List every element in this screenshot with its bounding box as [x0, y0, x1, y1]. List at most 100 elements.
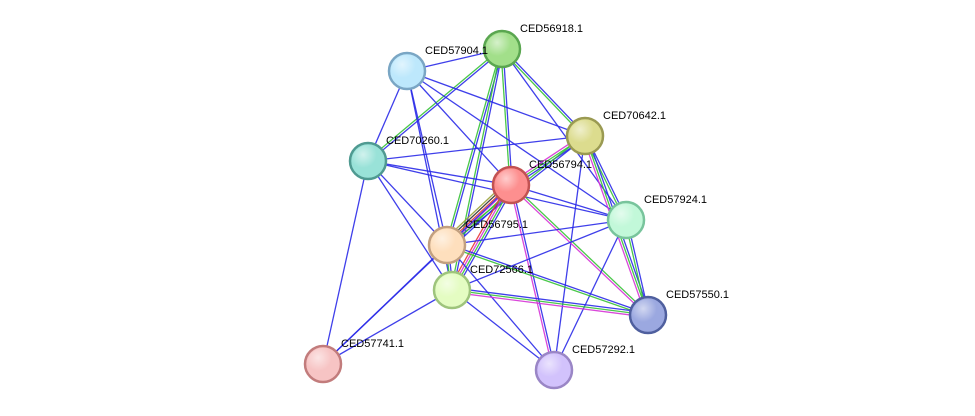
edge-CED56794.1-CED57550.1: [509, 183, 650, 317]
node-CED57550.1[interactable]: [628, 295, 668, 335]
node-CED57741.1[interactable]: [303, 344, 343, 384]
edge-line-blue: [322, 244, 448, 365]
node-label: CED57550.1: [666, 289, 729, 301]
edge-line-blue: [406, 70, 448, 246]
node-CED57924.1[interactable]: [606, 200, 646, 240]
node-highlight: [632, 299, 664, 331]
edge-line-blue: [446, 244, 555, 371]
edge-line-blue: [447, 243, 649, 315]
node-highlight: [486, 33, 518, 65]
edge-CED57924.1-CED56795.1: [446, 219, 627, 246]
edge-line-blue: [367, 160, 453, 291]
edge-line-blue: [501, 48, 627, 221]
edge-line-magenta: [451, 291, 648, 318]
edge-CED56918.1-CED56794.1: [500, 48, 513, 186]
edge-line-blue: [322, 160, 369, 365]
edge-line-red: [448, 183, 509, 289]
edge-line-magenta: [509, 185, 554, 371]
edge-CED56918.1-CED70642.1: [500, 47, 587, 138]
node-highlight: [538, 354, 570, 386]
node-label: CED56794.1: [529, 159, 592, 171]
edge-line-green: [451, 289, 649, 316]
edge-line-blue: [367, 135, 586, 162]
node-label: CED70642.1: [603, 110, 666, 122]
node-CED56795.1[interactable]: [427, 225, 467, 265]
edge-CED72566.1-CED57741.1: [322, 289, 453, 365]
node-CED70260.1[interactable]: [348, 141, 388, 181]
edge-line-magenta: [509, 185, 648, 317]
edge-line-blue: [406, 70, 586, 137]
node-highlight: [610, 204, 642, 236]
edge-CED57904.1-CED57924.1: [406, 70, 627, 221]
edge-line-blue: [502, 47, 587, 136]
node-CED57292.1[interactable]: [534, 350, 574, 390]
nodes-layer: [303, 29, 668, 390]
edge-line-blue: [451, 289, 555, 371]
edge-line-blue: [406, 70, 627, 221]
edge-line-blue: [510, 184, 627, 221]
node-highlight: [307, 348, 339, 380]
edge-CED56795.1-CED57550.1: [446, 243, 649, 317]
edge-line-green: [511, 183, 650, 315]
edge-line-blue: [511, 184, 556, 370]
edge-CED57904.1-CED56795.1: [406, 70, 448, 246]
edge-CED70260.1-CED72566.1: [367, 160, 453, 291]
node-label: CED72566.1: [470, 264, 533, 276]
node-CED57904.1[interactable]: [387, 51, 427, 91]
node-CED56794.1[interactable]: [491, 165, 531, 205]
edge-CED57904.1-CED70642.1: [406, 70, 586, 137]
edge-CED56918.1-CED57924.1: [501, 48, 627, 221]
edge-line-blue: [502, 48, 513, 185]
node-label: CED56795.1: [465, 219, 528, 231]
edge-line-green: [452, 185, 513, 291]
node-label: CED57904.1: [425, 45, 488, 57]
edge-CED72566.1-CED57292.1: [451, 289, 555, 371]
edge-line-green: [366, 47, 502, 161]
edge-line-blue: [367, 160, 512, 186]
node-label: CED57741.1: [341, 338, 404, 350]
edges-layer: [322, 47, 651, 371]
node-highlight: [391, 55, 423, 87]
edge-line-blue: [454, 186, 515, 292]
edge-line-green: [500, 49, 585, 138]
edge-CED70642.1-CED57292.1: [553, 135, 586, 371]
edge-line-blue: [322, 289, 453, 365]
edge-line-blue: [452, 287, 649, 314]
edge-CED57924.1-CED72566.1: [451, 219, 627, 291]
node-highlight: [431, 229, 463, 261]
edge-CED56918.1-CED70260.1: [366, 47, 504, 163]
edge-line-blue: [553, 219, 627, 371]
edge-CED70260.1-CED56794.1: [367, 160, 512, 186]
edge-line-blue: [446, 219, 627, 246]
node-highlight: [352, 145, 384, 177]
edge-CED57904.1-CED56794.1: [406, 70, 512, 186]
edge-line-blue: [451, 219, 627, 291]
edge-line-blue: [368, 49, 504, 163]
node-label: CED57924.1: [644, 194, 707, 206]
edge-CED56794.1-CED72566.1: [448, 183, 515, 292]
edge-CED72566.1-CED57550.1: [451, 287, 649, 318]
edge-line-blue: [406, 70, 512, 186]
edge-CED56795.1-CED57741.1: [322, 244, 448, 365]
edge-line-green: [445, 48, 502, 245]
node-highlight: [436, 274, 468, 306]
node-CED70642.1[interactable]: [565, 116, 605, 156]
node-label: CED70260.1: [386, 135, 449, 147]
edge-line-blue: [553, 135, 586, 371]
edge-CED56795.1-CED57292.1: [446, 244, 555, 371]
node-label: CED56918.1: [520, 23, 583, 35]
labels-layer: CED56918.1CED57904.1CED70642.1CED70260.1…: [341, 23, 729, 356]
node-highlight: [495, 169, 527, 201]
edge-line-green: [446, 245, 648, 317]
edge-CED56794.1-CED57292.1: [509, 184, 556, 371]
edge-CED56794.1-CED57924.1: [510, 184, 627, 221]
node-label: CED57292.1: [572, 344, 635, 356]
node-CED56918.1[interactable]: [482, 29, 522, 69]
edge-CED70642.1-CED70260.1: [367, 135, 586, 162]
edge-line-magenta: [450, 184, 511, 290]
node-highlight: [569, 120, 601, 152]
edge-CED70260.1-CED57741.1: [322, 160, 369, 365]
node-CED72566.1[interactable]: [432, 270, 472, 310]
edge-line-green: [500, 49, 511, 186]
